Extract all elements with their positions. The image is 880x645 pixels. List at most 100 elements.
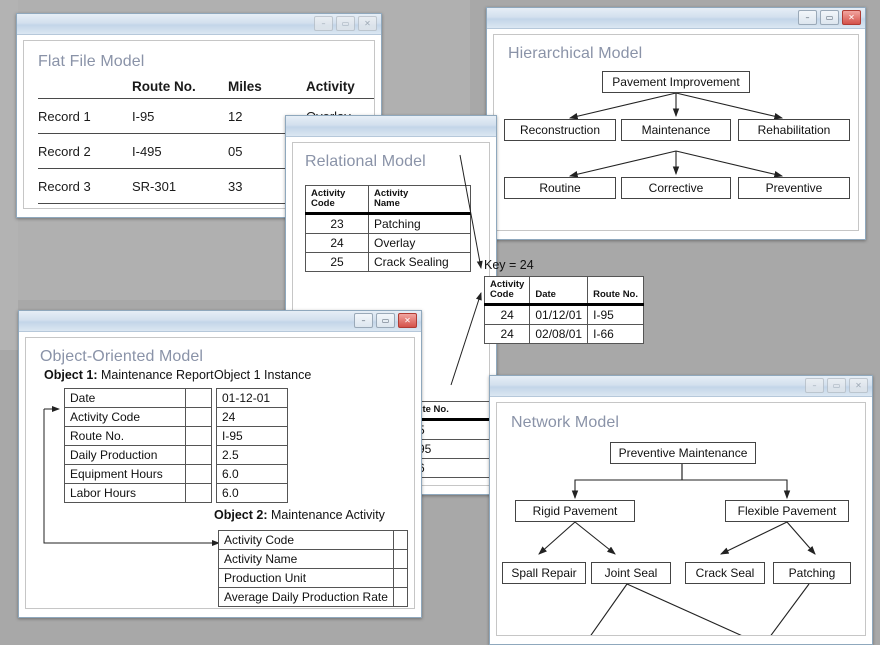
tree-node-routine[interactable]: Routine [504, 177, 616, 199]
table-row: 6.0 [216, 464, 288, 484]
tree-node-rehabilitation[interactable]: Rehabilitation [738, 119, 850, 141]
tree-node-crack-seal[interactable]: Crack Seal [685, 562, 765, 584]
object2-label-rest: Maintenance Activity [267, 508, 385, 522]
tree-node-label: Reconstruction [519, 123, 601, 137]
cell-route: I-495 [132, 133, 228, 169]
tree-node-label: Maintenance [641, 123, 711, 137]
maximize-glyph: ▭ [832, 380, 841, 390]
maximize-icon[interactable]: ▭ [376, 313, 395, 328]
tree-node-label: Crack Seal [695, 566, 755, 580]
cell-attribute: Route No. [64, 426, 186, 446]
cell-value-blank [392, 568, 409, 588]
tree-node-reconstruction[interactable]: Reconstruction [504, 119, 616, 141]
minimize-glyph: – [361, 315, 366, 325]
content-network-model: Network Model [496, 402, 866, 636]
spacer-cell [38, 203, 132, 204]
tree-node-rigid-pavement[interactable]: Rigid Pavement [515, 500, 635, 522]
table-row: 24 Overlay [305, 232, 471, 253]
cell-route: I-95 [132, 98, 228, 134]
cell-instance-value: 01-12-01 [216, 388, 288, 408]
cell-attribute: Activity Name [218, 549, 394, 569]
close-icon[interactable]: ✕ [849, 378, 868, 393]
maximize-glyph: ▭ [341, 18, 350, 28]
maximize-icon[interactable]: ▭ [336, 16, 355, 31]
close-glyph: ✕ [848, 12, 855, 22]
close-icon[interactable]: ✕ [842, 10, 861, 25]
tree-node-preventive-maintenance[interactable]: Preventive Maintenance [610, 442, 756, 464]
close-icon[interactable]: ✕ [398, 313, 417, 328]
table-row: Activity Code [218, 530, 409, 550]
maximize-icon[interactable]: ▭ [827, 378, 846, 393]
tree-node-label: Preventive [765, 181, 823, 195]
tree-node-label: Pavement Improvement [612, 75, 740, 89]
table-row: 2.5 [216, 445, 288, 465]
object2-label-bold: Object 2: [214, 508, 268, 522]
tree-node-patching[interactable]: Patching [773, 562, 851, 584]
cell-route: I-66 [587, 323, 644, 344]
minimize-icon[interactable]: – [798, 10, 817, 25]
col-blank [38, 71, 132, 99]
cell-instance-value: 6.0 [216, 483, 288, 503]
object2-attribute-table: Activity Code Activity Name Production U… [218, 530, 409, 607]
table-row: Daily Production [64, 445, 212, 465]
table-row: Labor Hours [64, 483, 212, 503]
maximize-glyph: ▭ [825, 12, 834, 22]
close-icon[interactable]: ✕ [358, 16, 377, 31]
object1-instance-label: Object 1 Instance [214, 368, 312, 382]
desktop-background-strip [0, 0, 18, 350]
table-row: Average Daily Production Rate [218, 587, 409, 607]
table-row: 24 02/08/01 I-66 [483, 323, 644, 344]
table-row: 6.0 [216, 483, 288, 503]
tree-node-label: Routine [539, 181, 581, 195]
minimize-icon[interactable]: – [314, 16, 333, 31]
hierarchical-tree: Pavement Improvement Reconstruction Main… [494, 63, 858, 213]
cell-attribute: Labor Hours [64, 483, 186, 503]
object2-label: Object 2: Maintenance Activity [214, 508, 385, 522]
table-row: Route No. [64, 426, 212, 446]
network-tree: Preventive Maintenance Rigid Pavement Fl… [497, 432, 865, 635]
tree-node-spall-repair[interactable]: Spall Repair [502, 562, 586, 584]
titlebar-relational-model[interactable] [286, 116, 496, 137]
tree-node-corrective[interactable]: Corrective [621, 177, 731, 199]
cell-attribute: Activity Code [218, 530, 394, 550]
minimize-icon[interactable]: – [805, 378, 824, 393]
tree-node-label: Preventive Maintenance [618, 446, 748, 460]
object1-instance-table: 01-12-01 24 I-95 2.5 6.0 6.0 [216, 388, 288, 503]
col-activity: Activity [306, 71, 374, 99]
window-controls-object-oriented-model: – ▭ ✕ [354, 313, 417, 328]
tree-node-preventive[interactable]: Preventive [738, 177, 850, 199]
tree-node-joint-seal[interactable]: Joint Seal [591, 562, 671, 584]
maximize-glyph: ▭ [381, 315, 390, 325]
titlebar-flat-file-model[interactable]: – ▭ ✕ [17, 14, 381, 35]
titlebar-hierarchical-model[interactable]: – ▭ ✕ [487, 8, 865, 29]
cell-name: Overlay [368, 232, 471, 253]
tree-node-label: Rigid Pavement [532, 504, 618, 518]
window-hierarchical-model[interactable]: – ▭ ✕ Hierarchical Model Pavemen [486, 7, 866, 240]
cell-record-label: Record 2 [38, 133, 132, 169]
tree-node-maintenance[interactable]: Maintenance [621, 119, 731, 141]
cell-value-blank [185, 388, 212, 408]
table-row: 25 Crack Sealing [305, 251, 471, 272]
tree-node-flexible-pavement[interactable]: Flexible Pavement [725, 500, 849, 522]
cell-instance-value: 24 [216, 407, 288, 427]
window-controls-network-model: – ▭ ✕ [805, 378, 868, 393]
tree-node-pavement-improvement[interactable]: Pavement Improvement [602, 71, 750, 93]
cell-code: 23 [305, 212, 369, 234]
titlebar-object-oriented-model[interactable]: – ▭ ✕ [19, 311, 421, 332]
cell-value-blank [185, 426, 212, 446]
page-title-network: Network Model [511, 414, 620, 431]
titlebar-network-model[interactable]: – ▭ ✕ [490, 376, 872, 397]
close-glyph: ✕ [364, 18, 371, 28]
cell-name: Patching [368, 212, 471, 234]
cell-attribute: Daily Production [64, 445, 186, 465]
cell-code: 24 [305, 232, 369, 253]
minimize-icon[interactable]: – [354, 313, 373, 328]
window-object-oriented-model[interactable]: – ▭ ✕ Object-Oriented Model Object 1: Ma… [18, 310, 422, 618]
col-date: Date [529, 276, 589, 306]
object-oriented-diagram: Object 1: Maintenance Report Object 1 In… [26, 366, 414, 608]
window-network-model[interactable]: – ▭ ✕ Network Model [489, 375, 873, 645]
cell-code: 24 [483, 323, 531, 344]
maximize-icon[interactable]: ▭ [820, 10, 839, 25]
